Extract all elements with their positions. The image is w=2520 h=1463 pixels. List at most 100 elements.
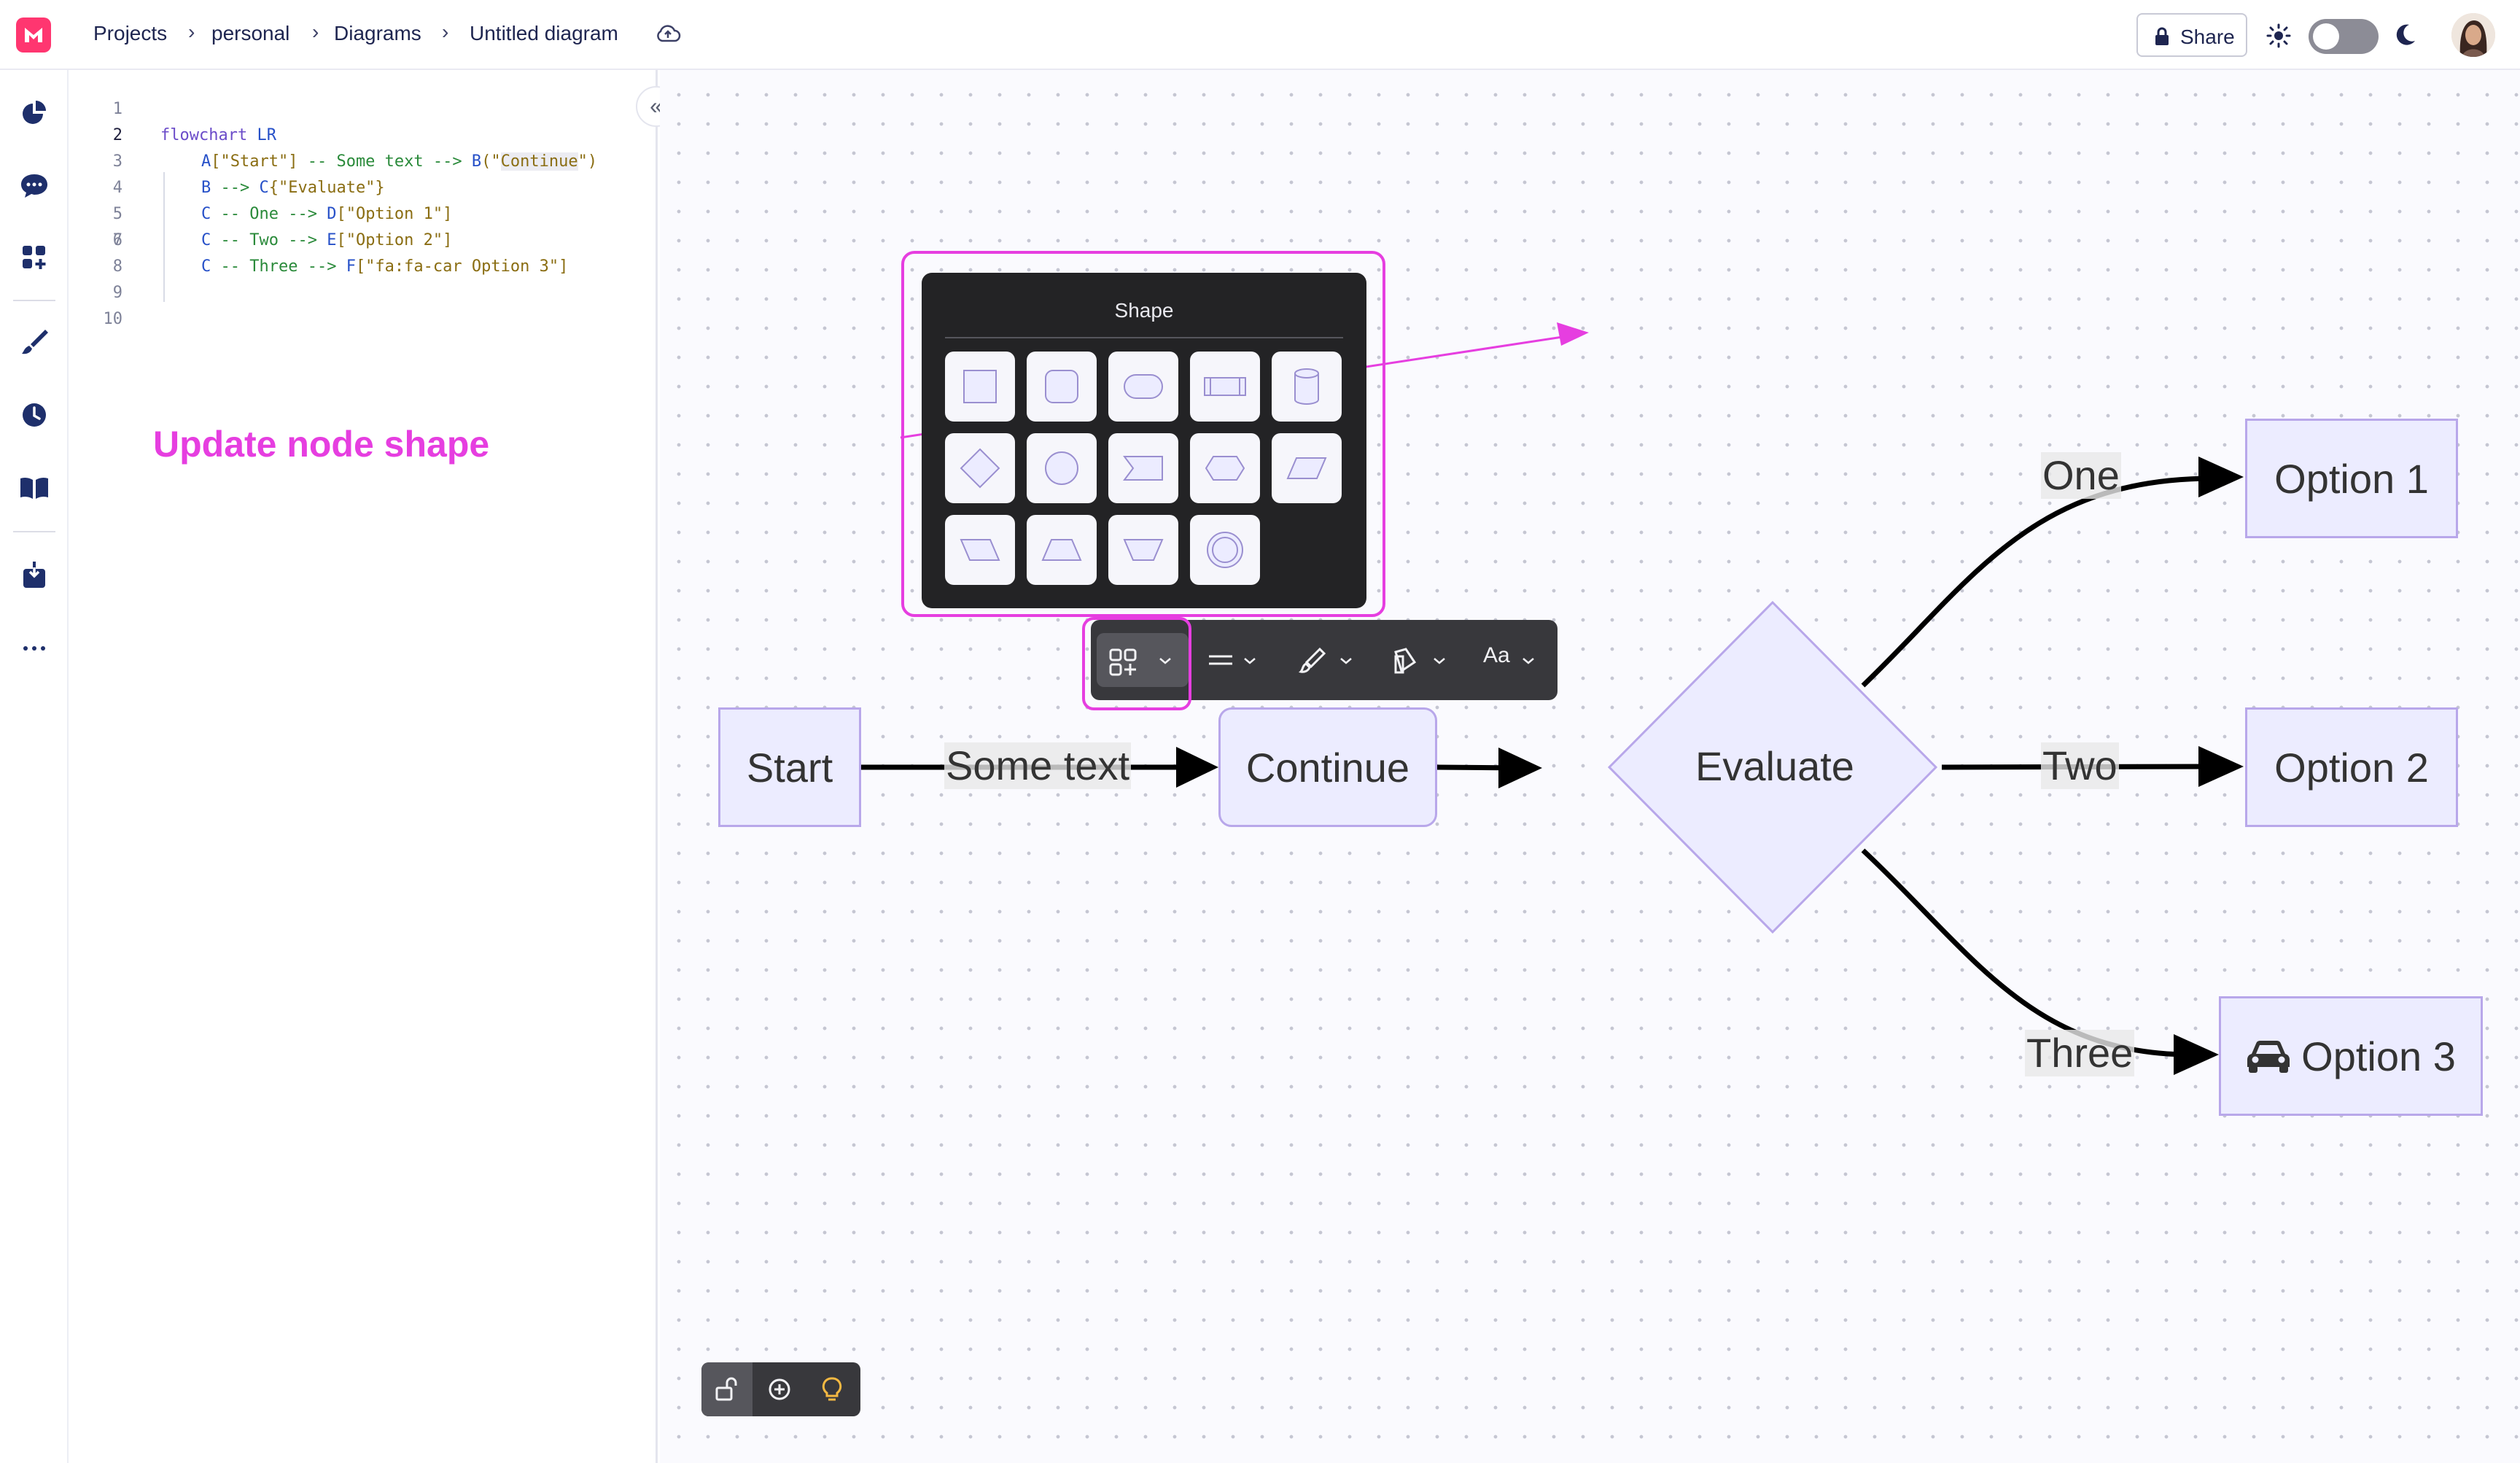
shape-trapezoid-button[interactable]	[1027, 515, 1097, 585]
code-line[interactable]: 8	[69, 254, 652, 280]
node-start[interactable]: Start	[718, 707, 861, 827]
popover-divider	[945, 337, 1343, 338]
node-continue[interactable]: Continue	[1218, 707, 1437, 827]
diagram-edges	[860, 322, 2244, 1075]
rail-divider	[13, 300, 55, 301]
add-node-button[interactable]	[754, 1362, 805, 1416]
breadcrumb-personal[interactable]: personal	[211, 22, 290, 44]
shape-stadium-button[interactable]	[1108, 352, 1178, 422]
code-token: ")	[578, 152, 598, 171]
history-clock-icon[interactable]	[16, 397, 52, 433]
breadcrumb-separator: ›	[312, 20, 319, 43]
code-line[interactable]: 4 C -- One --> D["Option 1"]	[69, 149, 652, 223]
chevron-down-icon	[1522, 658, 1534, 664]
cloud-sync-icon[interactable]	[655, 22, 681, 45]
left-icon-rail	[0, 70, 69, 1463]
breadcrumb-separator: ›	[188, 20, 195, 43]
code-token: -- Three -->	[211, 257, 346, 276]
cylinder-shape-icon	[1294, 368, 1319, 405]
code-token: -- Two -->	[211, 231, 327, 249]
export-download-icon[interactable]	[16, 557, 52, 594]
code-line[interactable]: 10	[69, 306, 652, 333]
lock-canvas-button[interactable]	[701, 1362, 752, 1416]
brush-icon[interactable]	[16, 324, 52, 360]
docs-book-icon[interactable]	[16, 470, 52, 506]
shape-picker-button[interactable]	[1097, 633, 1189, 687]
code-line[interactable]: 9	[69, 280, 652, 306]
code-token: ("	[481, 152, 501, 171]
code-token: ["Option 2"]	[336, 231, 453, 249]
theme-toggle[interactable]	[2309, 19, 2379, 54]
circle-shape-icon	[1045, 451, 1078, 485]
lock-icon	[2155, 27, 2169, 45]
car-icon	[2247, 1041, 2290, 1073]
line-number: 8	[112, 257, 122, 276]
code-token: E	[327, 231, 337, 249]
code-line[interactable]: 3 B --> C{"Evaluate"}	[69, 123, 652, 197]
code-line[interactable]: 6 C -- Three --> F["fa:fa-car Option 3"]	[69, 201, 652, 276]
arrowhead	[2174, 1034, 2219, 1075]
breadcrumb-current-diagram[interactable]: Untitled diagram	[470, 22, 618, 44]
shape-rounded-button[interactable]	[1027, 352, 1097, 422]
shape-subroutine-button[interactable]	[1190, 352, 1260, 422]
line-number: 6	[112, 231, 122, 249]
node-option-3[interactable]: Option 3	[2219, 996, 2483, 1116]
share-button[interactable]: Share	[2136, 13, 2247, 57]
sun-icon[interactable]	[2266, 23, 2291, 48]
node-evaluate-label[interactable]: Evaluate	[1695, 743, 1854, 789]
unlock-icon	[715, 1377, 737, 1401]
shape-circle-button[interactable]	[1027, 433, 1097, 503]
shape-parallelogram-button[interactable]	[1272, 433, 1342, 503]
code-line[interactable]: 7	[69, 228, 652, 254]
moon-icon[interactable]	[2393, 22, 2418, 48]
edge-label-some-text[interactable]: Some text	[944, 742, 1132, 789]
tips-button[interactable]	[806, 1362, 858, 1416]
edge-label-one[interactable]: One	[2041, 452, 2121, 499]
dashboard-chart-icon[interactable]	[16, 95, 52, 131]
edge-label-two[interactable]: Two	[2041, 742, 2119, 789]
code-token: C	[201, 205, 211, 223]
node-label: Continue	[1245, 744, 1410, 791]
more-icon[interactable]	[16, 630, 52, 667]
diagram-canvas[interactable]: Start Continue Evaluate Option 1 Option …	[660, 70, 2520, 1463]
code-token: D	[327, 205, 337, 223]
code-line[interactable]: 1 flowchart LR	[69, 70, 652, 144]
shape-cylinder-button[interactable]	[1272, 352, 1342, 422]
hexagon-shape-icon	[1205, 456, 1245, 481]
code-token: F	[346, 257, 356, 276]
node-option-2[interactable]: Option 2	[2245, 707, 2458, 827]
line-number: 5	[112, 205, 122, 223]
templates-grid-icon[interactable]	[16, 239, 52, 276]
fill-color-button[interactable]	[1382, 633, 1461, 687]
font-style-button[interactable]: Aa	[1473, 633, 1550, 687]
app-logo-icon[interactable]	[16, 18, 51, 53]
code-line[interactable]: 2 A["Start"] -- Some text --> B("Continu…	[69, 96, 652, 171]
parallelogram-shape-icon	[1286, 457, 1327, 479]
shape-hexagon-button[interactable]	[1190, 433, 1260, 503]
breadcrumb-projects[interactable]: Projects	[93, 22, 168, 44]
edge-label-three[interactable]: Three	[2025, 1030, 2135, 1076]
edge-style-button[interactable]	[1200, 633, 1273, 687]
line-number: 4	[112, 179, 122, 197]
code-line[interactable]: 5 C -- Two --> E["Option 2"]	[69, 175, 652, 249]
shape-double-circle-button[interactable]	[1190, 515, 1260, 585]
arrowhead	[1557, 322, 1589, 346]
code-token: ["Start"]	[211, 152, 298, 171]
breadcrumb-diagrams[interactable]: Diagrams	[334, 22, 421, 44]
toolbar-highlight-frame	[1082, 617, 1191, 710]
trapezoid-shape-icon	[1041, 539, 1082, 561]
code-token: -- Some text -->	[298, 152, 472, 171]
node-option-1[interactable]: Option 1	[2245, 419, 2458, 538]
shape-diamond-button[interactable]	[945, 433, 1015, 503]
subroutine-shape-icon	[1204, 377, 1246, 396]
stroke-color-button[interactable]	[1289, 633, 1368, 687]
chevron-down-icon	[1434, 658, 1445, 664]
shape-trapezoid-alt-button[interactable]	[1108, 515, 1178, 585]
shape-parallelogram-alt-button[interactable]	[945, 515, 1015, 585]
shape-rectangle-button[interactable]	[945, 352, 1015, 422]
user-avatar[interactable]	[2451, 13, 2495, 57]
arrowhead	[1498, 748, 1542, 788]
chat-icon[interactable]	[16, 168, 52, 204]
code-editor[interactable]: 1 flowchart LR 2 A["Start"] -- Some text…	[69, 70, 658, 1463]
shape-asymmetric-button[interactable]	[1108, 433, 1178, 503]
